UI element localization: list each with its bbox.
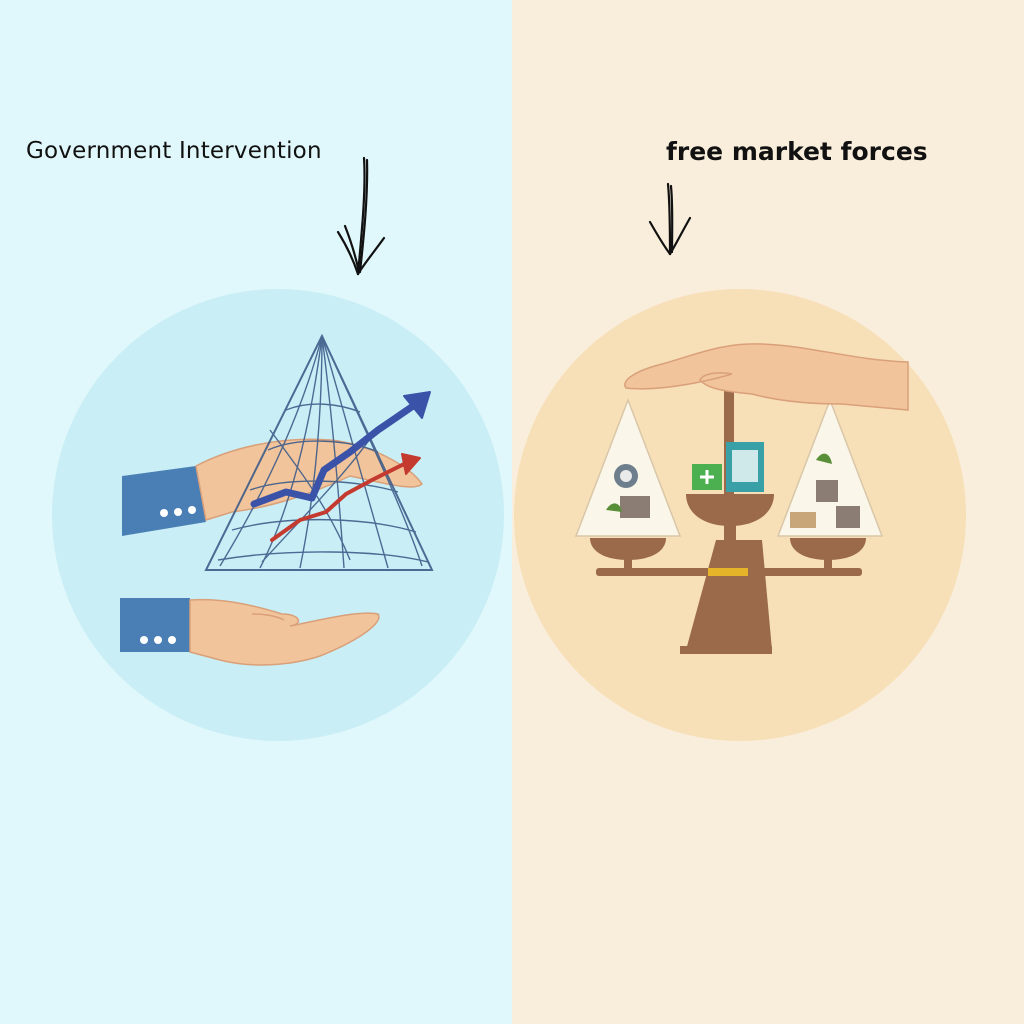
free-market-forces-panel: free market forces: [512, 0, 1024, 1024]
government-intervention-label: Government Intervention: [26, 138, 322, 164]
hand-with-net-icon: [122, 438, 423, 536]
down-arrow-icon: [336, 156, 386, 276]
government-intervention-panel: Government Intervention: [0, 0, 512, 1024]
down-arrow-icon: [648, 182, 692, 256]
hand-on-scale-icon: [624, 343, 909, 411]
free-market-forces-label: free market forces: [666, 137, 928, 166]
right-panel-art: [512, 0, 1024, 1024]
left-circle: [52, 289, 504, 741]
goods-icons: [606, 442, 860, 528]
left-panel-art: [0, 0, 512, 1024]
balance-scale-icon: [574, 384, 884, 654]
rising-trend-arrows-icon: [250, 391, 431, 542]
open-hand-icon: [120, 598, 380, 666]
